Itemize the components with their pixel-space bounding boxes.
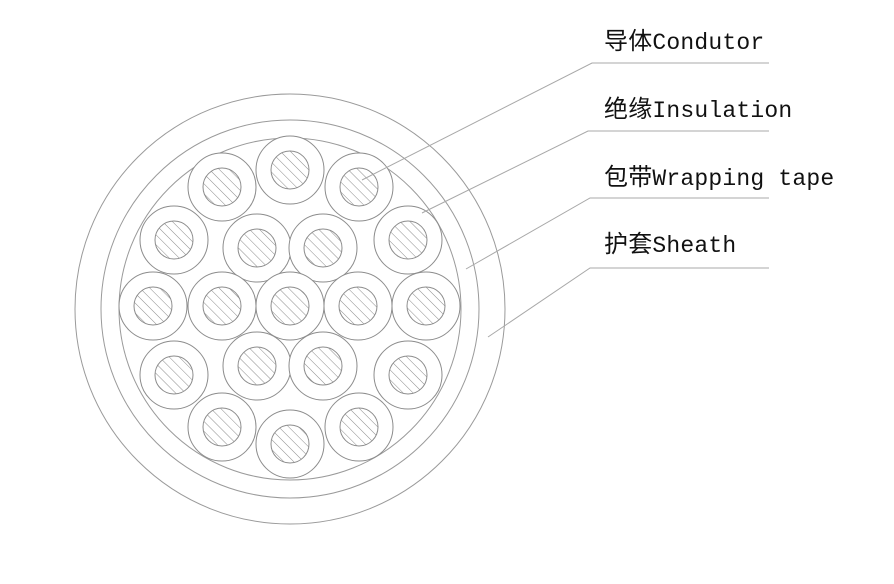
leader-line-insulation xyxy=(421,130,769,214)
label-wrapping-tape: 包带Wrapping tape xyxy=(604,163,834,193)
core xyxy=(187,271,257,341)
core xyxy=(222,331,292,401)
cable-layers xyxy=(74,93,506,525)
core-conductor xyxy=(237,228,277,268)
label-wrapping-tape-cn: 包带 xyxy=(604,163,653,191)
label-conductor-cn: 导体 xyxy=(604,27,653,55)
core-conductor xyxy=(388,355,428,395)
core-conductor xyxy=(339,407,379,447)
core-conductor xyxy=(202,407,242,447)
label-conductor: 导体Condutor xyxy=(604,27,764,57)
core xyxy=(323,271,393,341)
label-conductor-en: Condutor xyxy=(652,30,765,56)
core-conductor xyxy=(388,220,428,260)
wrapping-tape-ring xyxy=(100,119,480,499)
core-conductor xyxy=(406,286,446,326)
core xyxy=(255,271,325,341)
core xyxy=(288,213,358,283)
core xyxy=(255,135,325,205)
core-conductor xyxy=(270,150,310,190)
core xyxy=(139,205,209,275)
core-conductor xyxy=(270,286,310,326)
label-wrapping-tape-en: Wrapping tape xyxy=(652,166,835,192)
core xyxy=(324,392,394,462)
core-conductor xyxy=(237,346,277,386)
core xyxy=(255,409,325,479)
core-conductor xyxy=(202,286,242,326)
cable-cores xyxy=(118,135,461,479)
core xyxy=(222,213,292,283)
label-sheath-cn: 护套 xyxy=(604,230,653,258)
core xyxy=(373,340,443,410)
label-insulation: 绝缘Insulation xyxy=(604,95,792,125)
core xyxy=(373,205,443,275)
leader-lines xyxy=(361,62,769,338)
label-insulation-en: Insulation xyxy=(652,98,793,124)
core xyxy=(139,340,209,410)
leader-line-conductor xyxy=(361,62,769,181)
core xyxy=(391,271,461,341)
core-conductor xyxy=(303,346,343,386)
core-conductor xyxy=(303,228,343,268)
core xyxy=(288,331,358,401)
core xyxy=(324,152,394,222)
core xyxy=(118,271,188,341)
core-conductor xyxy=(133,286,173,326)
core-conductor xyxy=(270,424,310,464)
leader-line-wrapping-tape xyxy=(465,197,769,270)
label-sheath-en: Sheath xyxy=(652,233,737,259)
core xyxy=(187,152,257,222)
label-insulation-cn: 绝缘 xyxy=(604,95,653,123)
core-conductor xyxy=(154,355,194,395)
label-sheath: 护套Sheath xyxy=(604,230,736,260)
core-conductor xyxy=(338,286,378,326)
core-conductor xyxy=(202,167,242,207)
leader-line-sheath xyxy=(487,267,769,338)
core xyxy=(187,392,257,462)
core-conductor xyxy=(154,220,194,260)
core-conductor xyxy=(339,167,379,207)
sheath-outer-ring xyxy=(74,93,506,525)
